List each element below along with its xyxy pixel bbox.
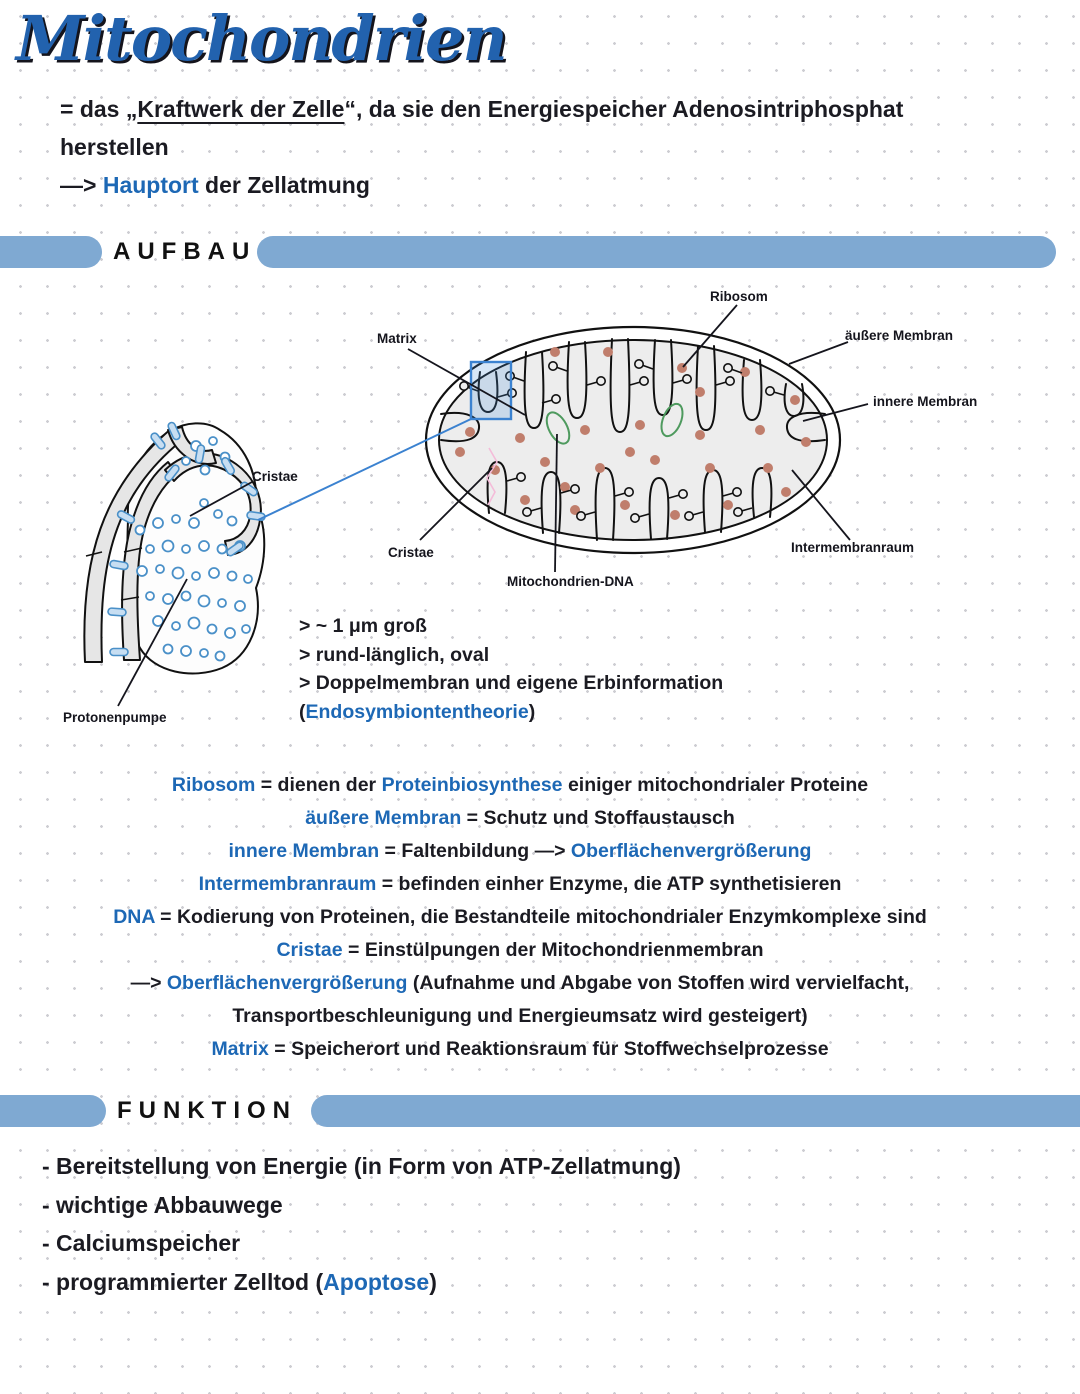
mito-dna-loop <box>545 411 571 445</box>
fact-line: (Endosymbiontentheorie) <box>299 700 536 723</box>
definition-line: DNA = Kodierung von Proteinen, die Besta… <box>113 906 927 928</box>
section-title-funktion: FUNKTION <box>117 1097 297 1124</box>
atp-synthase-knobs <box>458 358 785 523</box>
highlight-rect <box>469 360 513 421</box>
label-mitochondrien-dna: Mitochondrien-DNA <box>507 574 634 589</box>
mitochondria-diagram <box>83 304 869 707</box>
label-innere-membran: innere Membran <box>873 394 978 409</box>
inner-membrane <box>438 339 828 541</box>
label-ribosom: Ribosom <box>710 289 768 304</box>
definition-line: Transportbeschleunigung und Energieumsat… <box>232 1005 808 1027</box>
definition-line: —> Oberflächenvergrößerung (Aufnahme und… <box>130 972 910 994</box>
section-title-aufbau: AUFBAU <box>113 238 257 265</box>
definition-line: Cristae = Einstülpungen der Mitochondrie… <box>276 939 764 961</box>
proton-dots <box>134 436 253 662</box>
mito-dna-loop <box>660 402 684 438</box>
label-cristae-detail: Cristae <box>252 469 298 484</box>
fact-line: > rund-länglich, oval <box>299 643 490 666</box>
label-protonenpumpe: Protonenpumpe <box>63 710 167 725</box>
label-pointer-lines <box>117 304 869 707</box>
funktion-banner-left-pill <box>0 1095 106 1127</box>
facts-list: > ~ 1 μm groß > rund-länglich, oval > Do… <box>299 612 723 726</box>
function-line: - Bereitstellung von Energie (in Form vo… <box>42 1153 681 1179</box>
label-intermembranraum: Intermembranraum <box>791 540 915 555</box>
label-aeussere-membran: äußere Membran <box>845 328 954 343</box>
definition-line: äußere Membran = Schutz und Stoffaustaus… <box>305 807 735 829</box>
mitochondrion-illustration <box>424 325 842 555</box>
fact-line: > Doppelmembran und eigene Erbinformatio… <box>299 672 724 694</box>
zoom-highlight <box>257 360 513 521</box>
definition-line: Intermembranraum = befinden einher Enzym… <box>198 873 842 895</box>
aufbau-banner-left-pill <box>0 236 102 268</box>
functions-list: - Bereitstellung von Energie (in Form vo… <box>42 1147 681 1301</box>
function-line: - programmierter Zelltod (Apoptose) <box>42 1268 437 1295</box>
intro-line: —> Hauptort der Zellatmung <box>60 172 370 198</box>
intro-line: herstellen <box>60 134 169 160</box>
fact-line: > ~ 1 μm groß <box>299 615 427 637</box>
aufbau-banner-right-pill <box>257 236 1056 268</box>
funktion-banner-right-pill <box>311 1095 1080 1127</box>
label-cristae-main: Cristae <box>388 545 434 560</box>
rna-squiggle <box>486 447 498 506</box>
label-matrix: Matrix <box>377 331 417 346</box>
cristae-detail-illustration <box>83 421 266 675</box>
zoom-line <box>257 418 472 521</box>
ribosome-dots <box>455 347 811 520</box>
definitions-block: Ribosom = dienen der Proteinbiosynthese … <box>40 769 1000 1066</box>
intro-paragraph: = das „Kraftwerk der Zelle“, da sie den … <box>60 90 1010 204</box>
function-line: - wichtige Abbauwege <box>42 1191 283 1218</box>
definition-line: Ribosom = dienen der Proteinbiosynthese … <box>171 774 869 796</box>
intro-line: = das „Kraftwerk der Zelle“, da sie den … <box>60 96 904 122</box>
function-line: - Calciumspeicher <box>42 1230 241 1256</box>
definition-line: innere Membran = Faltenbildung —> Oberfl… <box>228 840 812 862</box>
definition-line: Matrix = Speicherort und Reaktionsraum f… <box>211 1038 829 1060</box>
page-title: Mitochondrien <box>16 2 508 75</box>
